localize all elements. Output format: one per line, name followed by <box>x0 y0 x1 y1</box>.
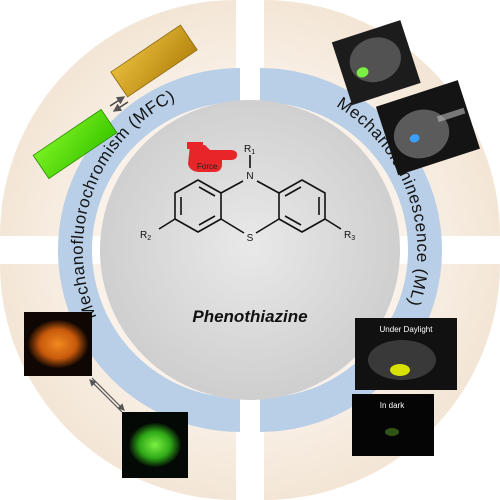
photo-daylight: Under Daylight <box>355 318 457 390</box>
right-ring-double-bond-3 <box>284 215 302 226</box>
green-powder <box>129 423 181 467</box>
yellow-strip <box>110 24 198 98</box>
bond-right-n <box>256 180 280 194</box>
pointing-hand-icon: Force <box>187 142 238 172</box>
orange-powder <box>28 320 88 368</box>
atom-s: S <box>247 233 254 244</box>
left-ring-double-bond-2 <box>198 186 216 197</box>
bond-r3 <box>324 218 342 230</box>
photo-dark: In dark <box>352 394 434 456</box>
photo-vial-top <box>331 20 421 106</box>
bond-left-s <box>220 218 245 234</box>
ml-bottom-photos: Under Daylight In dark <box>352 318 457 456</box>
center-disc <box>100 100 400 400</box>
double-arrow-icon <box>89 377 125 413</box>
ml-photos <box>331 20 480 176</box>
bond-r2 <box>158 218 176 230</box>
bond-left-n <box>220 180 244 194</box>
substituent-r3: R3 <box>344 230 355 242</box>
atom-n: N <box>246 171 253 182</box>
left-ring-double-bond-3 <box>198 215 216 226</box>
mfc-powders <box>24 312 188 478</box>
phenothiazine-structure <box>158 155 342 234</box>
photo-flask <box>375 80 480 176</box>
substituent-r2: R2 <box>140 230 151 242</box>
under-daylight-label: Under Daylight <box>380 325 434 334</box>
exchange-arrows-icon <box>109 96 129 112</box>
band-left <box>58 68 240 432</box>
substituent-r1: R1 <box>244 144 255 156</box>
bond-right-s <box>255 218 280 234</box>
in-dark-label: In dark <box>380 401 405 410</box>
force-label: Force <box>197 162 218 171</box>
green-strip <box>32 108 118 180</box>
structure-atoms: N S R1 R2 R3 <box>140 144 355 244</box>
center-title: Phenothiazine <box>192 307 307 326</box>
mfc-strips <box>32 24 198 180</box>
right-ring-double-bond-2 <box>284 186 302 197</box>
